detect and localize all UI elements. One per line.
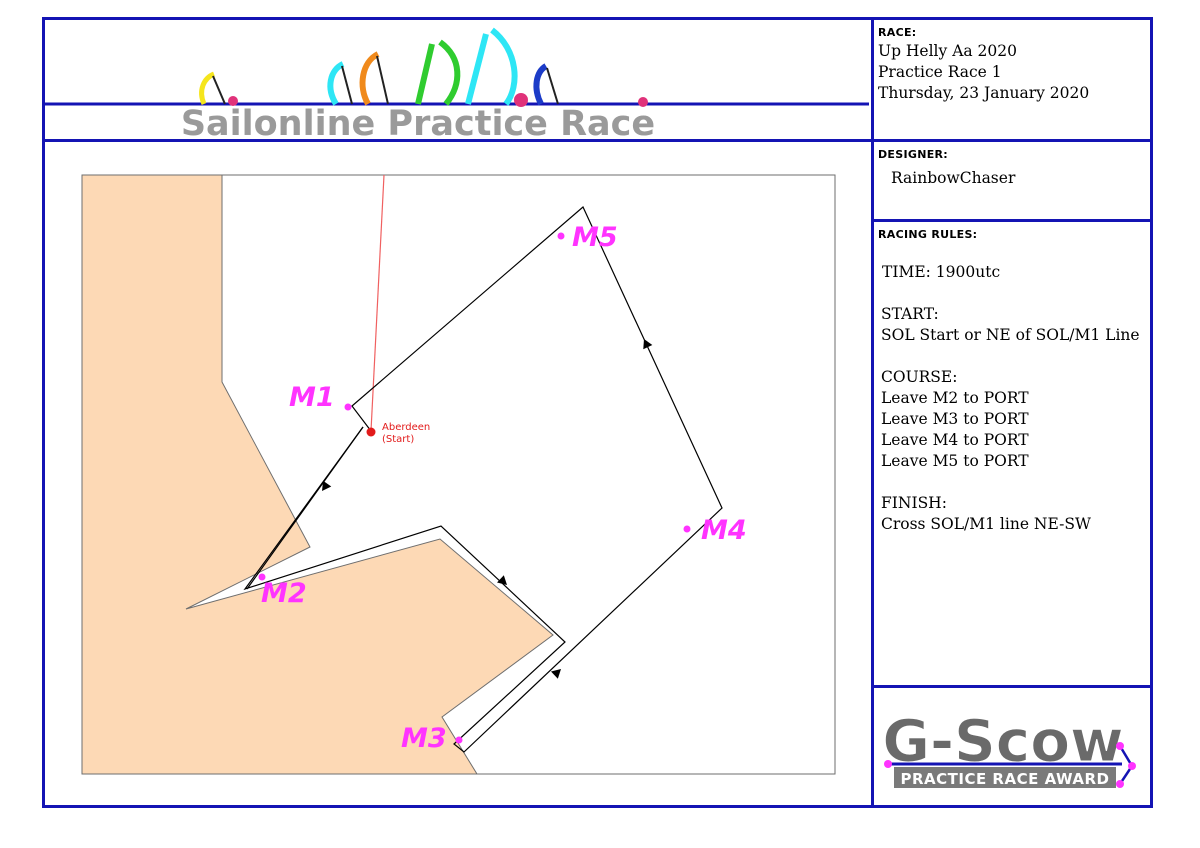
sail-orange-mast-icon bbox=[376, 55, 389, 105]
award-mark-icon bbox=[1116, 742, 1124, 750]
sail-green-icon bbox=[438, 39, 461, 106]
race-date: Thursday, 23 January 2020 bbox=[878, 84, 1090, 102]
rules-course-m3: Leave M3 to PORT bbox=[881, 410, 1029, 428]
arrow-to-m2-icon bbox=[322, 480, 332, 491]
mark-m1 bbox=[344, 403, 352, 411]
designer-name: RainbowChaser bbox=[891, 169, 1016, 187]
rules-course-m4: Leave M4 to PORT bbox=[881, 431, 1029, 449]
sail-blue-icon bbox=[533, 63, 548, 106]
arrow-to-m5-icon bbox=[643, 339, 653, 350]
sail-yellow-mast-icon bbox=[212, 75, 226, 105]
banner-title: Sailonline Practice Race bbox=[181, 104, 655, 144]
race-subtitle: Practice Race 1 bbox=[878, 63, 1002, 81]
arrow-to-m4-icon bbox=[551, 669, 561, 679]
race-info-panel: RACE: Up Helly Aa 2020 Practice Race 1 T… bbox=[871, 17, 1153, 142]
award-panel bbox=[871, 685, 1153, 808]
arrow-to-m3-icon bbox=[497, 575, 507, 585]
mark-m5 bbox=[557, 232, 565, 240]
sailonline-logo: Sailonline Practice Race bbox=[45, 27, 869, 144]
g-scow-award-logo: G-Scow PRACTICE RACE AWARD bbox=[882, 707, 1136, 788]
sail-yellow-icon bbox=[199, 71, 216, 105]
buoy-large-icon bbox=[514, 93, 528, 107]
award-mark-icon bbox=[1128, 762, 1136, 770]
start-label: Aberdeen bbox=[382, 422, 430, 433]
rules-time: TIME: 1900utc bbox=[882, 263, 1001, 281]
sail-blue-mast-icon bbox=[546, 67, 559, 105]
rules-finish-title: FINISH: bbox=[881, 494, 947, 512]
mark-m5-label: M5 bbox=[572, 222, 618, 253]
sail-cyan-icon bbox=[327, 61, 345, 106]
rules-text: TIME: 1900utc START: SOL Start or NE of … bbox=[881, 262, 1140, 556]
sail-cyan-mast-icon bbox=[341, 65, 353, 105]
rules-label: RACING RULES: bbox=[878, 228, 978, 241]
sail-cyan2-icon bbox=[490, 27, 518, 106]
race-details: Up Helly Aa 2020 Practice Race 1 Thursda… bbox=[878, 41, 1089, 104]
start-sublabel: (Start) bbox=[382, 434, 414, 445]
buoy-small-icon bbox=[638, 97, 648, 107]
sail-orange-icon bbox=[359, 51, 380, 106]
designer-label: DESIGNER: bbox=[878, 148, 948, 161]
racing-rules-panel: RACING RULES: TIME: 1900utc START: SOL S… bbox=[871, 219, 1153, 688]
mark-m4 bbox=[683, 525, 691, 533]
rules-start-title: START: bbox=[881, 305, 939, 323]
mark-m2 bbox=[258, 573, 266, 581]
sail-green-mast-icon bbox=[415, 43, 435, 105]
award-mark-icon bbox=[1116, 780, 1124, 788]
race-name: Up Helly Aa 2020 bbox=[878, 42, 1018, 60]
rules-start-text: SOL Start or NE of SOL/M1 Line bbox=[881, 326, 1140, 344]
course-route bbox=[243, 206, 723, 753]
rules-finish-text: Cross SOL/M1 line NE-SW bbox=[881, 515, 1091, 533]
rules-course-title: COURSE: bbox=[881, 368, 958, 386]
rules-course-m2: Leave M2 to PORT bbox=[881, 389, 1029, 407]
course-map: Aberdeen (Start) M1 M2 M3 M4 M5 bbox=[81, 174, 836, 775]
award-subtitle: PRACTICE RACE AWARD bbox=[900, 770, 1109, 788]
start-point bbox=[366, 427, 376, 437]
race-label: RACE: bbox=[878, 26, 917, 39]
mark-m2-label: M2 bbox=[261, 578, 307, 609]
rules-course-m5: Leave M5 to PORT bbox=[881, 452, 1029, 470]
mark-m3-label: M3 bbox=[401, 723, 447, 754]
sail-cyan2-mast-icon bbox=[465, 33, 489, 105]
mark-m4-label: M4 bbox=[701, 515, 747, 546]
award-mark-icon bbox=[884, 760, 892, 768]
award-subtitle-band bbox=[894, 767, 1116, 788]
mark-m3 bbox=[455, 736, 463, 744]
mark-m1-label: M1 bbox=[289, 382, 335, 413]
buoy-icon bbox=[228, 96, 238, 106]
